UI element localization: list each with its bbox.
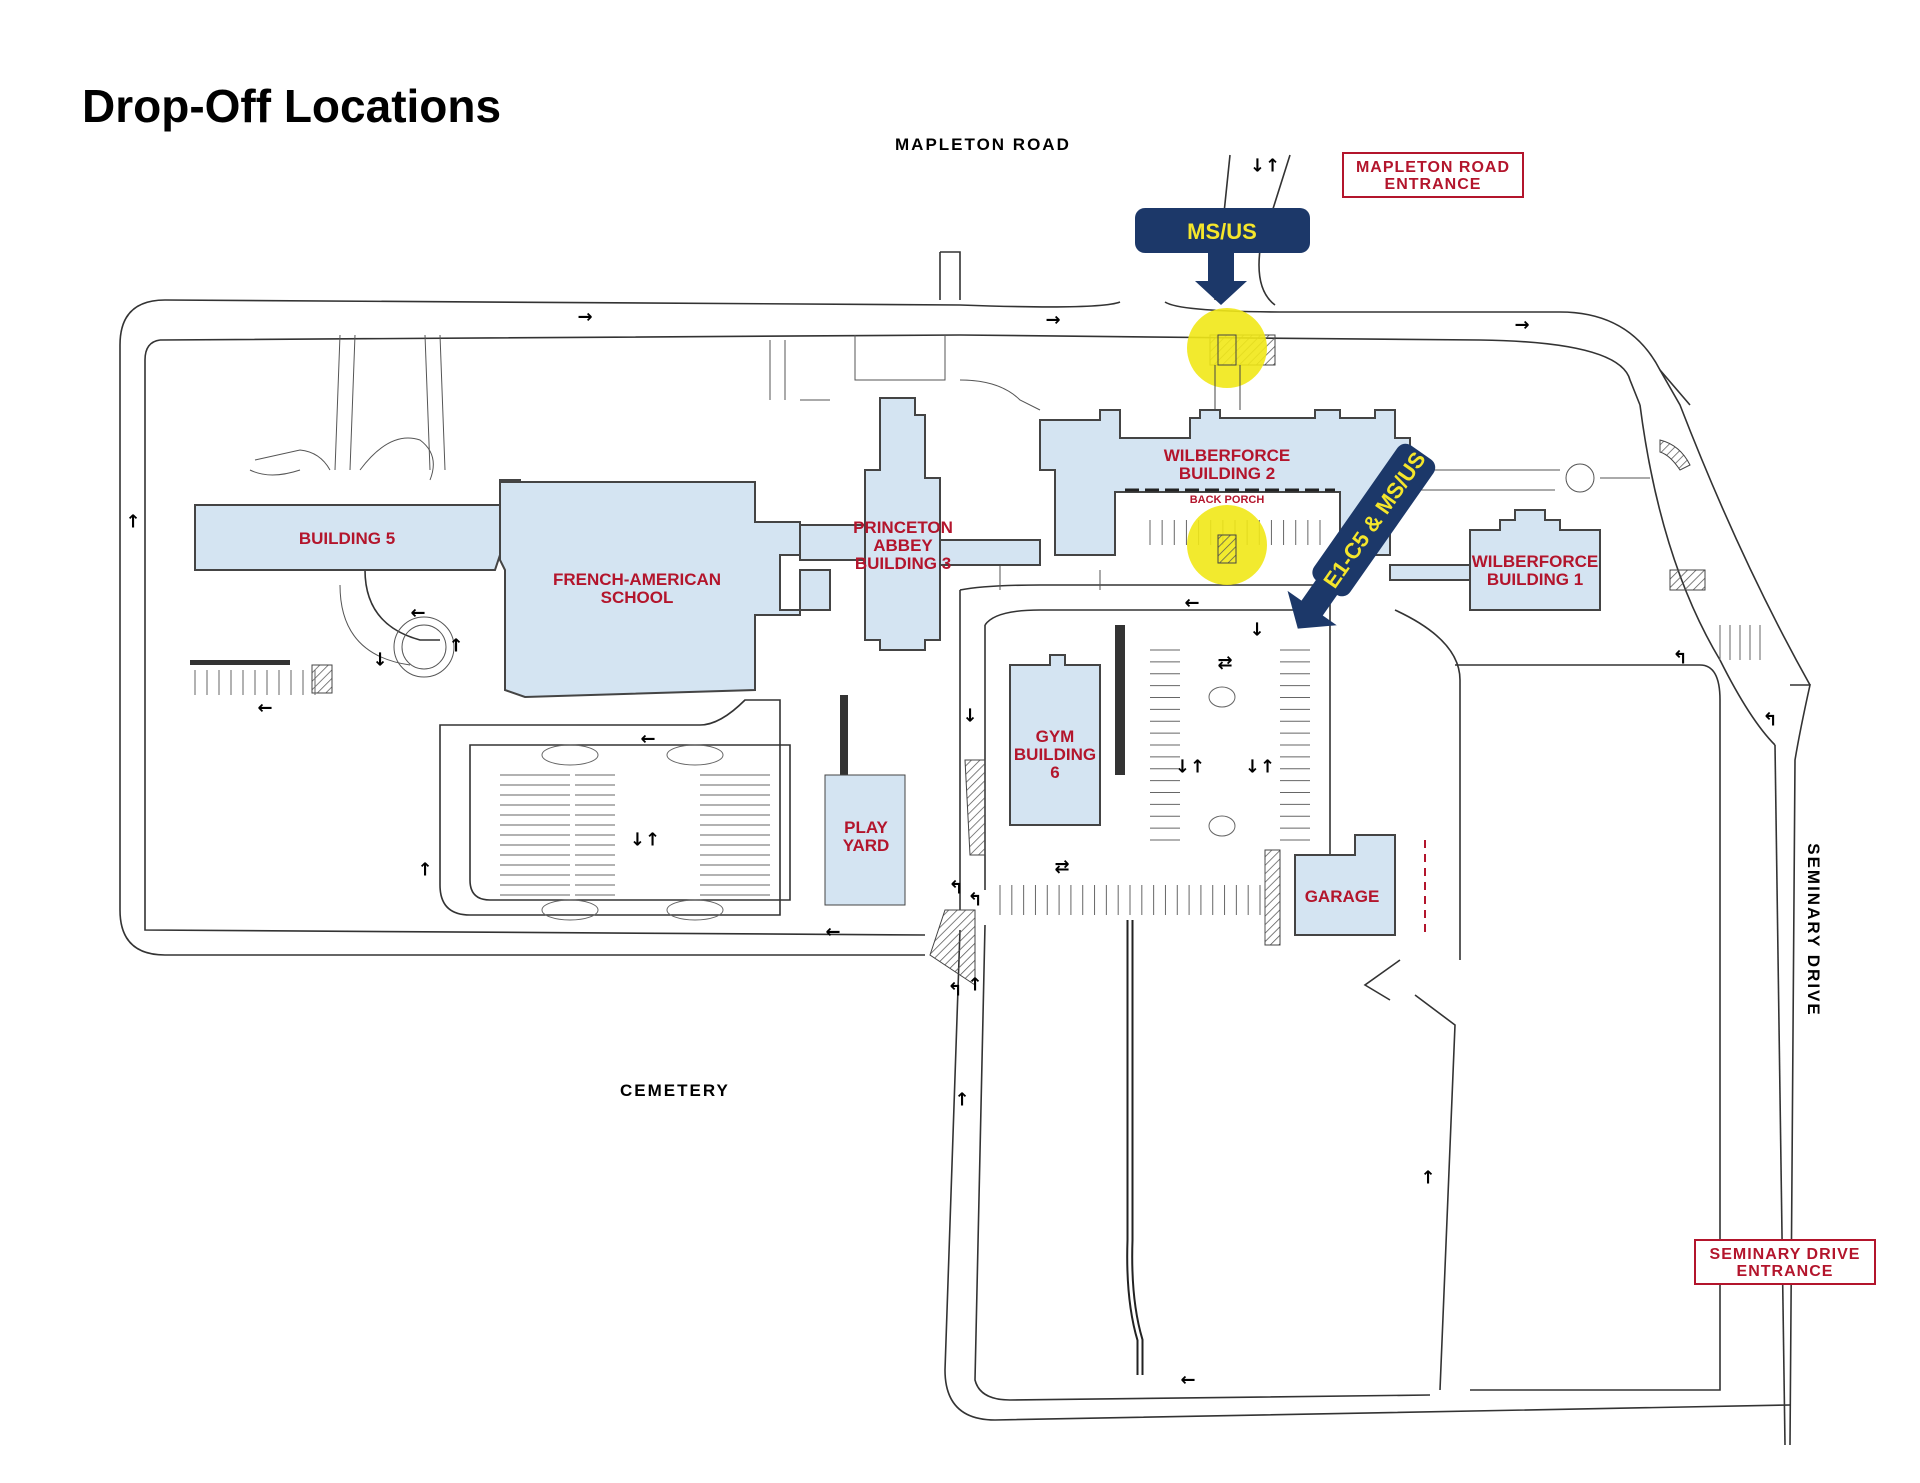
- gym-label-1: GYM: [1036, 727, 1075, 746]
- abbey-label-2: ABBEY: [873, 536, 933, 555]
- abbey-label-3: BUILDING 3: [855, 554, 951, 573]
- seminary-drive-label: SEMINARY DRIVE: [1804, 843, 1823, 1016]
- building-5: [194, 479, 521, 571]
- traffic-arrow-icon: ↓: [962, 706, 977, 727]
- traffic-arrow-icon: ↓↑: [1245, 757, 1275, 778]
- dashed-markers: [1125, 488, 1426, 940]
- parking-island: [666, 899, 724, 921]
- princeton-abbey-building-3: [864, 397, 941, 651]
- wilberforce-1-label-1: WILBERFORCE: [1472, 552, 1599, 571]
- traffic-arrow-icon: ↰: [967, 890, 982, 911]
- back-porch-label: BACK PORCH: [1190, 494, 1265, 506]
- seminary-entrance-box: SEMINARY DRIVE ENTRANCE: [1694, 1239, 1876, 1285]
- mapleton-entrance-line1: MAPLETON ROAD: [1356, 159, 1510, 176]
- mapleton-entrance-line2: ENTRANCE: [1385, 176, 1482, 193]
- traffic-arrow-icon: ←: [410, 603, 425, 624]
- traffic-arrow-icon: ←: [825, 922, 840, 943]
- parking-island: [1208, 686, 1236, 708]
- traffic-arrow-icon: ↓: [372, 650, 387, 671]
- garage-label: GARAGE: [1305, 887, 1380, 906]
- seminary-entrance-line2: ENTRANCE: [1737, 1263, 1834, 1280]
- play-yard-label-2: YARD: [843, 836, 890, 855]
- traffic-arrow-icon: ←: [1184, 593, 1199, 614]
- gym-label-2: BUILDING: [1014, 745, 1096, 764]
- ms-us-callout: MS/US: [1135, 208, 1310, 305]
- traffic-arrow-icon: ↰: [1762, 710, 1777, 731]
- traffic-arrow-icon: ⇄: [1217, 653, 1232, 674]
- parking-island: [541, 744, 599, 766]
- turnaround-circle-inner: [401, 624, 447, 670]
- ms-us-callout-text: MS/US: [1187, 219, 1257, 244]
- hatched-areas: [190, 334, 1706, 1375]
- wilberforce-building-2: [1039, 409, 1411, 556]
- drop-off-highlight-front: [1187, 308, 1267, 388]
- traffic-arrow-icon: ↓↑: [630, 830, 660, 851]
- traffic-arrow-icon: →: [1514, 315, 1529, 336]
- traffic-arrow-icon: ↑: [954, 1090, 969, 1111]
- traffic-arrow-icon: ↑: [1420, 1168, 1435, 1189]
- garage: [1294, 834, 1396, 936]
- gym-building-6: [1009, 654, 1101, 826]
- french-american-label-2: SCHOOL: [601, 588, 674, 607]
- wilberforce-2-label-2: BUILDING 2: [1179, 464, 1275, 483]
- french-american-label-1: FRENCH-AMERICAN: [553, 570, 721, 589]
- traffic-arrow-icon: ↓↑: [1250, 156, 1280, 177]
- traffic-arrow-icon: ↓: [1249, 620, 1264, 641]
- traffic-arrow-icon: ↰: [1672, 648, 1687, 669]
- wilberforce-1-label-2: BUILDING 1: [1487, 570, 1583, 589]
- parking-island: [1208, 815, 1236, 837]
- traffic-arrow-icon: →: [1045, 310, 1060, 331]
- traffic-arrow-icon: ↰: [947, 980, 962, 1001]
- seminary-entrance-line1: SEMINARY DRIVE: [1710, 1246, 1861, 1263]
- french-american-school: [499, 481, 801, 699]
- building-5-label: BUILDING 5: [299, 529, 395, 548]
- traffic-arrow-icon: ↑: [125, 512, 140, 533]
- gym-label-3: 6: [1050, 763, 1059, 782]
- parking-island: [666, 744, 724, 766]
- traffic-arrow-icon: ↰: [948, 878, 963, 899]
- turnaround-circle: [393, 616, 455, 678]
- wilberforce-2-label-1: WILBERFORCE: [1164, 446, 1291, 465]
- mapleton-road-label: MAPLETON ROAD: [895, 135, 1071, 154]
- mapleton-entrance-box: MAPLETON ROAD ENTRANCE: [1342, 152, 1524, 198]
- traffic-arrow-icon: ←: [257, 698, 272, 719]
- parking-island: [541, 899, 599, 921]
- traffic-arrow-icon: ←: [640, 729, 655, 750]
- buildings: [194, 397, 1601, 936]
- traffic-arrows: →→→↑↑↓↑←←↑↓←↓↑←←↓⇄↓↑↓↑⇄↓↰↰↰↑↑↑←↰↰: [125, 156, 1777, 1391]
- play-yard: [824, 774, 906, 906]
- traffic-arrow-icon: ↓↑: [1175, 757, 1205, 778]
- cemetery-label: CEMETERY: [620, 1081, 730, 1100]
- traffic-arrow-icon: ↑: [448, 636, 463, 657]
- traffic-arrow-icon: ↑: [967, 975, 982, 996]
- traffic-arrow-icon: →: [577, 307, 592, 328]
- wilberforce-building-1: [1469, 509, 1601, 611]
- traffic-arrow-icon: ↑: [417, 860, 432, 881]
- traffic-arrow-icon: ←: [1180, 1370, 1195, 1391]
- traffic-arrow-icon: ⇄: [1054, 857, 1069, 878]
- parking-lots: [194, 520, 1761, 921]
- abbey-label-1: PRINCETON: [853, 518, 953, 537]
- road-network: [119, 154, 1811, 1446]
- page-title: Drop-Off Locations: [82, 80, 501, 132]
- play-yard-label-1: PLAY: [844, 818, 888, 837]
